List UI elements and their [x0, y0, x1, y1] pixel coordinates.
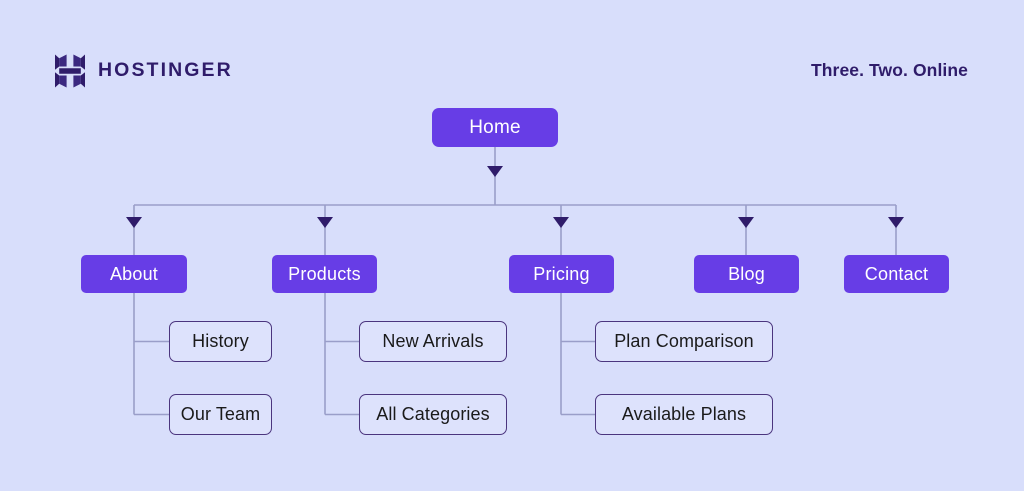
node-contact-label: Contact [864, 263, 929, 284]
node-all-categories[interactable]: All Categories [359, 394, 507, 435]
branch-arrow-icon-about [126, 217, 142, 228]
node-our-team[interactable]: Our Team [169, 394, 272, 435]
node-about-label: About [109, 263, 159, 284]
root-arrow-icon [487, 166, 503, 177]
node-home[interactable]: Home [432, 108, 558, 147]
node-blog[interactable]: Blog [694, 255, 799, 293]
hostinger-h-logo-icon [55, 54, 85, 88]
branch-arrow-icon-pricing [553, 217, 569, 228]
branch-arrow-icon-products [317, 217, 333, 228]
branch-arrow-icon-contact [888, 217, 904, 228]
node-pricing-label: Pricing [533, 263, 590, 284]
node-history-label: History [192, 331, 249, 351]
brand-name: HOSTINGER [98, 59, 233, 82]
node-available-plans-label: Available Plans [621, 404, 747, 424]
node-products-label: Products [288, 263, 361, 284]
node-history[interactable]: History [169, 321, 272, 362]
node-all-categories-label: All Categories [376, 404, 490, 424]
node-our-team-label: Our Team [180, 404, 261, 424]
tagline: Three. Two. Online [810, 60, 968, 80]
node-blog-label: Blog [728, 263, 765, 284]
node-home-label: Home [469, 116, 521, 138]
node-about[interactable]: About [81, 255, 187, 293]
node-available-plans[interactable]: Available Plans [595, 394, 773, 435]
brand-logo: HOSTINGER [55, 52, 233, 90]
node-products[interactable]: Products [272, 255, 377, 293]
node-pricing[interactable]: Pricing [509, 255, 614, 293]
branch-arrow-icon-blog [738, 217, 754, 228]
node-new-arrivals-label: New Arrivals [382, 331, 484, 351]
node-contact[interactable]: Contact [844, 255, 949, 293]
node-plan-comparison[interactable]: Plan Comparison [595, 321, 773, 362]
node-plan-comparison-label: Plan Comparison [614, 331, 754, 351]
node-new-arrivals[interactable]: New Arrivals [359, 321, 507, 362]
